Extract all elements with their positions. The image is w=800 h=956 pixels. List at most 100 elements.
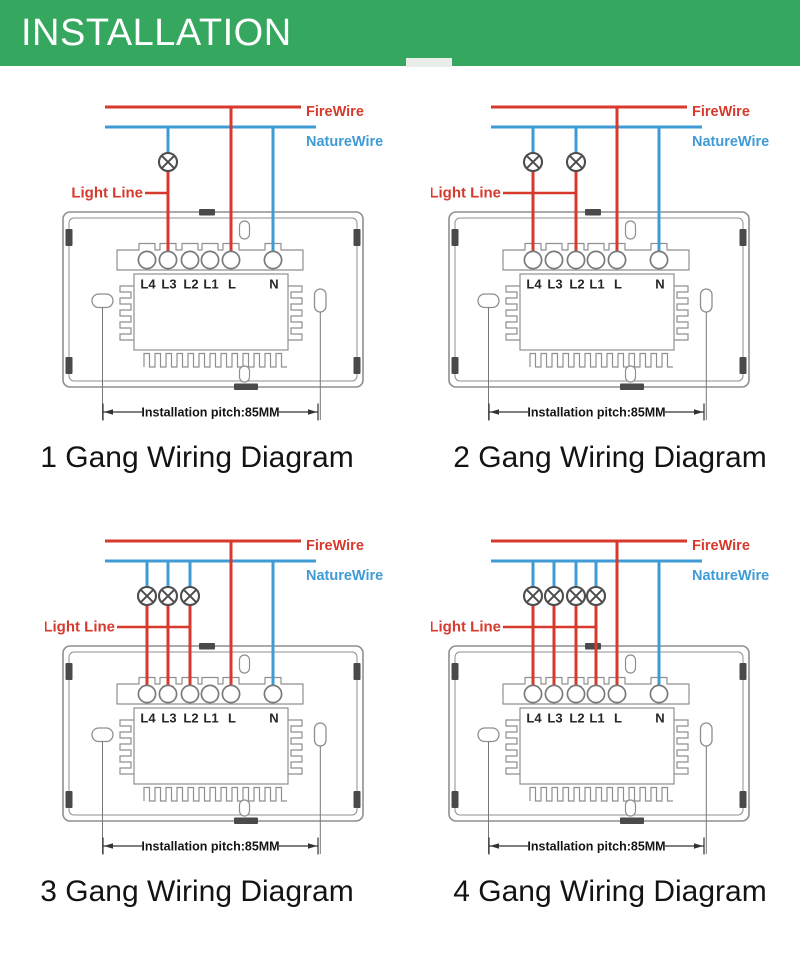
mounting-clip	[353, 229, 361, 246]
terminal-label-L: L	[228, 711, 236, 726]
terminal-label-L2: L2	[183, 277, 198, 292]
terminal-L	[607, 250, 627, 270]
mounting-clip	[739, 357, 747, 374]
terminal-L3	[544, 250, 564, 270]
lamp-icon-cross	[525, 588, 541, 604]
mounting-clip	[585, 209, 601, 216]
dim-arrow-left	[490, 843, 499, 849]
terminal-N	[263, 250, 283, 270]
diagram-title-1gang: 1 Gang Wiring Diagram	[40, 441, 354, 474]
install-pitch-label: Installation pitch:85MM	[141, 406, 279, 420]
install-pitch-label: Installation pitch:85MM	[527, 840, 665, 854]
switch-module	[133, 273, 289, 351]
terminal-label-L: L	[228, 277, 236, 292]
bottom-tab	[238, 799, 251, 817]
terminal-L2	[566, 250, 586, 270]
bottom-tab	[238, 365, 251, 383]
bottom-tab	[624, 799, 637, 817]
install-pitch-label: Installation pitch:85MM	[141, 840, 279, 854]
dim-arrow-right	[694, 409, 703, 415]
light-line-label: Light Line	[431, 619, 501, 636]
terminal-L1	[200, 684, 220, 704]
switch-module	[519, 707, 675, 785]
top-tab	[238, 654, 251, 674]
terminal-L3	[158, 684, 178, 704]
top-tab	[624, 220, 637, 240]
terminal-label-L3: L3	[161, 711, 176, 726]
screw-slot-left	[91, 727, 114, 743]
mounting-clip	[451, 791, 459, 808]
terminal-L4	[137, 250, 157, 270]
wiring-schematic-4gang: Installation pitch:85MM Light Line FireWir…	[431, 538, 769, 855]
lamp-icon-cross	[139, 588, 155, 604]
dim-arrow-left	[104, 409, 113, 415]
switch-plate-inner	[454, 217, 744, 382]
firewire-label: FireWire	[306, 538, 364, 554]
switch-module	[519, 273, 675, 351]
terminal-label-N: N	[269, 711, 278, 726]
bottom-tab	[624, 365, 637, 383]
terminal-L4	[523, 684, 543, 704]
dim-arrow-right	[694, 843, 703, 849]
diagram-title-4gang: 4 Gang Wiring Diagram	[453, 875, 767, 908]
naturewire-label: NatureWire	[306, 134, 383, 150]
heatsink-right	[288, 285, 303, 341]
terminal-label-L1: L1	[203, 277, 218, 292]
terminal-L2	[180, 250, 200, 270]
install-pitch-label: Installation pitch:85MM	[527, 406, 665, 420]
lamp-icon-cross	[182, 588, 198, 604]
heatsink-left	[505, 719, 520, 775]
naturewire-label: NatureWire	[692, 568, 769, 584]
heatsink-right	[674, 285, 689, 341]
page-title: INSTALLATION	[21, 12, 292, 54]
mounting-clip	[65, 663, 73, 680]
naturewire-label: NatureWire	[306, 568, 383, 584]
terminal-L	[607, 684, 627, 704]
terminal-label-L2: L2	[183, 711, 198, 726]
heatsink-bottom	[529, 352, 673, 368]
firewire-label: FireWire	[692, 538, 750, 554]
terminal-label-L2: L2	[569, 711, 584, 726]
mounting-clip	[199, 209, 215, 216]
screw-slot-right	[699, 722, 713, 747]
mounting-clip	[65, 229, 73, 246]
heatsink-bottom	[143, 786, 287, 802]
terminal-label-L: L	[614, 277, 622, 292]
dim-arrow-left	[104, 843, 113, 849]
header-banner: INSTALLATION	[0, 0, 800, 66]
terminal-label-L1: L1	[589, 277, 604, 292]
mounting-clip	[65, 357, 73, 374]
heatsink-bottom	[143, 352, 287, 368]
mounting-clip	[451, 229, 459, 246]
mounting-clip	[620, 383, 644, 390]
switch-plate-inner	[68, 217, 358, 382]
heatsink-left	[119, 285, 134, 341]
terminal-label-L3: L3	[161, 277, 176, 292]
switch-module	[133, 707, 289, 785]
mounting-clip	[65, 791, 73, 808]
terminal-label-L: L	[614, 711, 622, 726]
mounting-clip	[353, 357, 361, 374]
lamp-icon-cross	[160, 154, 176, 170]
lamp-icon-cross	[525, 154, 541, 170]
lamp-icon-cross	[588, 588, 604, 604]
heatsink-bottom	[529, 786, 673, 802]
heatsink-left	[505, 285, 520, 341]
terminal-L1	[586, 250, 606, 270]
terminal-L4	[523, 250, 543, 270]
firewire-label: FireWire	[692, 104, 750, 120]
terminal-L	[221, 684, 241, 704]
mounting-clip	[620, 817, 644, 824]
lamp-icon-cross	[568, 588, 584, 604]
heatsink-left	[119, 719, 134, 775]
lamp-icon-cross	[160, 588, 176, 604]
terminal-L3	[544, 684, 564, 704]
terminal-label-L4: L4	[526, 711, 542, 726]
lamp-icon-cross	[568, 154, 584, 170]
screw-slot-right	[313, 288, 327, 313]
mounting-clip	[739, 229, 747, 246]
terminal-L4	[137, 684, 157, 704]
terminal-label-L2: L2	[569, 277, 584, 292]
